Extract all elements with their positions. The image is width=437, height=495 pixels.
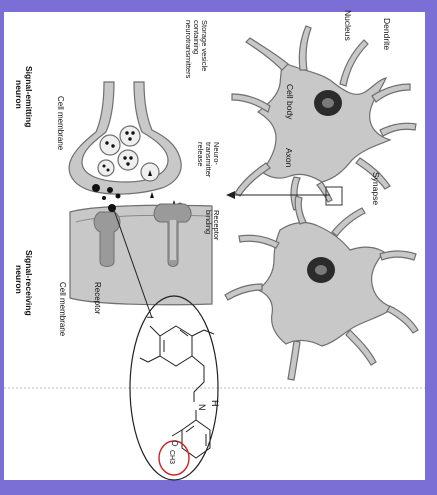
label-cell-body: Cell body [285,84,295,120]
upper-neuron-dendrite-2 [299,26,311,70]
label-axon: Axon [284,148,294,168]
label-receptor-binding-line-2: binding [204,210,213,234]
label-neurotransmitter-release: Neuro- transmitter release [196,142,221,178]
label-signal-receiving-line-2: neuron [14,265,24,294]
molecule-methoxy-o: O [170,440,179,446]
label-signal-emitting-line-2: neuron [14,80,24,109]
postsynaptic-membrane [70,205,212,305]
methoxy-bond-1 [192,330,204,336]
lower-neuron-dendrite-4 [387,306,418,333]
upper-neuron [232,26,416,210]
methoxy-bond-2b [140,358,148,362]
upper-neuron-nucleolus [322,98,334,108]
label-release-line-3: release [196,142,205,167]
ethylamine-chain [192,356,204,402]
molecule-hydrogen: H [210,400,220,407]
label-signal-emitting-line-1: Signal-emitting [24,66,34,127]
molecule-methoxy-ch3: CH3 [168,450,175,464]
lower-neuron-axon [288,341,300,380]
methoxy-bond-2 [148,356,160,362]
magnify-arrow-head [226,191,235,199]
lower-neuron-dendrite-7 [346,330,376,365]
label-signal-receiving-line-1: Signal-receiving [24,250,34,316]
lower-neuron-dendrite-3 [380,251,416,260]
vesicle-2 [100,135,120,155]
label-cell-membrane-left: Cell membrane [56,96,65,151]
upper-neuron-axon [317,182,332,202]
upper-neuron-dendrite-5 [380,123,416,136]
lower-neuron-dendrite-6 [239,235,279,248]
receptor-channel-upper-gap [170,220,176,260]
label-signal-emitting: Signal-emitting neuron [14,66,34,127]
lower-neuron [225,196,418,380]
upper-neuron-body [258,62,390,182]
upper-neuron-dendrite-1 [246,38,288,70]
label-storage-vesicle: Storage vesicle containing neurotransmit… [184,20,209,79]
label-nucleus: Nucleus [343,10,353,41]
vesicle-3 [118,150,138,170]
lower-neuron-nucleolus [315,265,327,275]
iodine-bond [150,326,160,336]
upper-neuron-dendrite-7 [232,94,270,112]
lower-neuron-body [258,223,394,346]
label-dendrite: Dendrite [382,18,392,50]
upper-neuron-dendrite-8 [235,163,270,196]
molecule-ring-upper [160,326,192,366]
molecule-iodine: I [145,316,155,319]
label-synapse: Synapse [371,172,381,205]
label-storage-vesicle-line-3: neurotransmitters [184,20,193,79]
lower-neuron-dendrite-1 [295,196,306,224]
ortho-methoxy-bond [172,430,182,436]
vesicle-1 [120,126,140,146]
label-receptor: Receptor [93,282,102,315]
vesicle-4 [98,160,114,176]
molecule-nitrogen: N [197,404,207,411]
lower-neuron-dendrite-5 [225,284,262,300]
label-signal-receiving: Signal-receiving neuron [14,250,34,316]
upper-neuron-dendrite-3 [340,40,368,86]
lower-neuron-dendrite-2 [332,208,365,236]
label-cell-membrane-right: Cell membrane [58,282,67,337]
